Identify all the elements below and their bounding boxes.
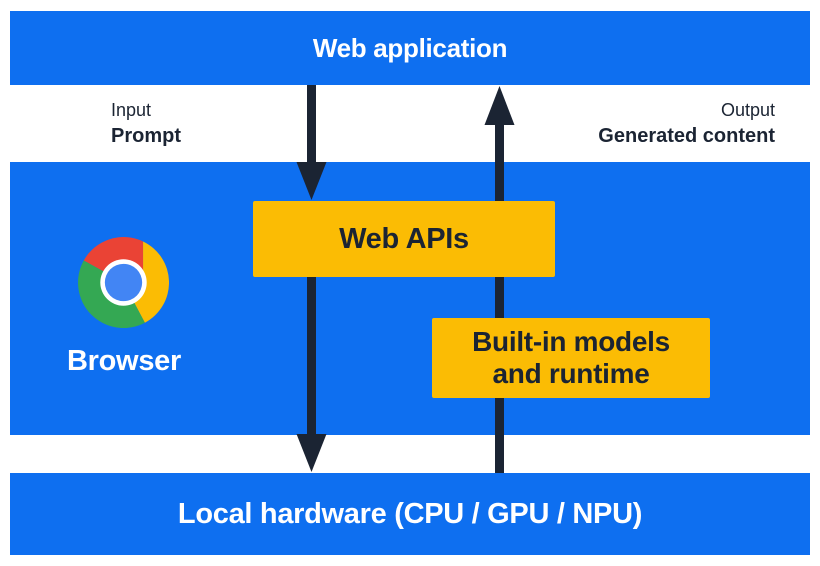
web-apis-box: Web APIs <box>253 201 555 277</box>
input-label-block: Input Prompt <box>111 97 181 149</box>
chrome-browser-icon <box>78 237 169 328</box>
input-label: Input <box>111 100 152 120</box>
prompt-label: Prompt <box>111 125 181 147</box>
web-application-label: Web application <box>312 32 508 63</box>
output-label: Output <box>720 100 775 120</box>
chrome-logo-svg <box>78 237 169 328</box>
browser-label: Browser <box>67 345 181 377</box>
built-in-models-label-line2: and runtime <box>492 358 650 389</box>
output-label-block: Output Generated content <box>598 97 775 149</box>
generated-content-label: Generated content <box>598 125 775 147</box>
web-application-bar: Web application <box>10 11 810 85</box>
local-hardware-bar: Local hardware (CPU / GPU / NPU) <box>10 473 810 555</box>
local-hardware-label: Local hardware (CPU / GPU / NPU) <box>177 497 643 530</box>
built-in-models-box: Built-in models and runtime <box>432 318 710 398</box>
built-in-models-label-line1: Built-in models <box>472 326 670 357</box>
web-apis-label: Web APIs <box>339 222 469 255</box>
